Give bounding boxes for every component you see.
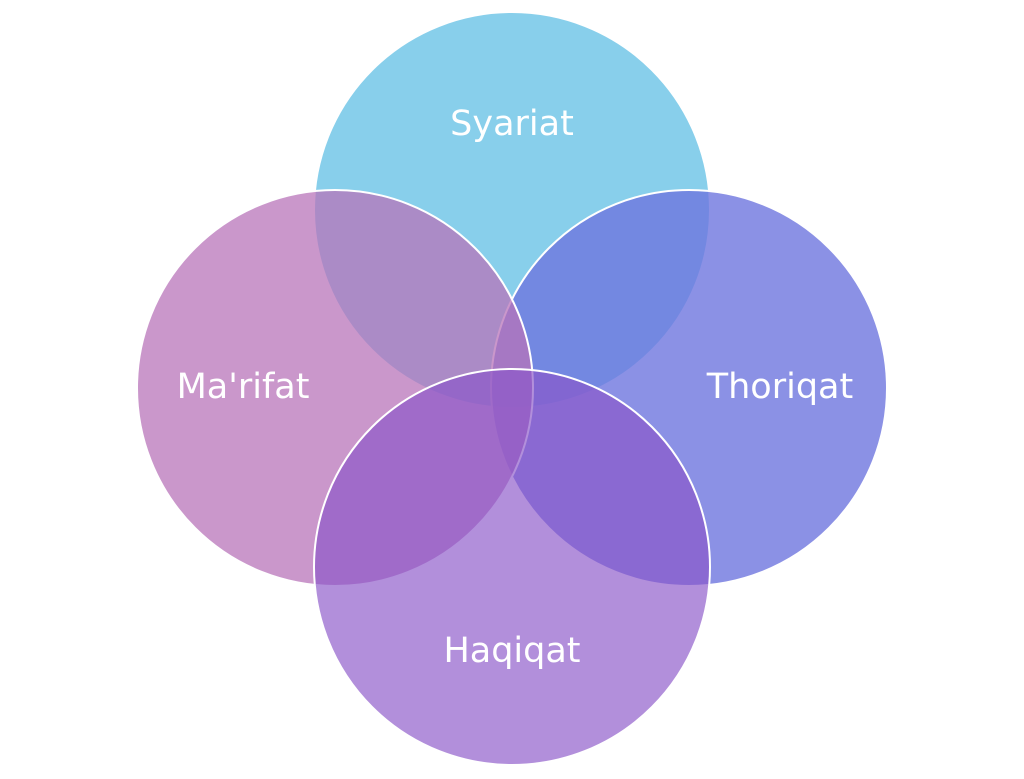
label-group: Syariat Thoriqat Ma'rifat Haqiqat — [177, 104, 854, 671]
label-syariat: Syariat — [450, 104, 574, 144]
circle-group — [136, 11, 888, 766]
label-thoriqat: Thoriqat — [706, 367, 853, 407]
circle-haqiqat — [313, 368, 711, 766]
label-marifat: Ma'rifat — [177, 367, 310, 407]
label-haqiqat: Haqiqat — [443, 631, 580, 671]
